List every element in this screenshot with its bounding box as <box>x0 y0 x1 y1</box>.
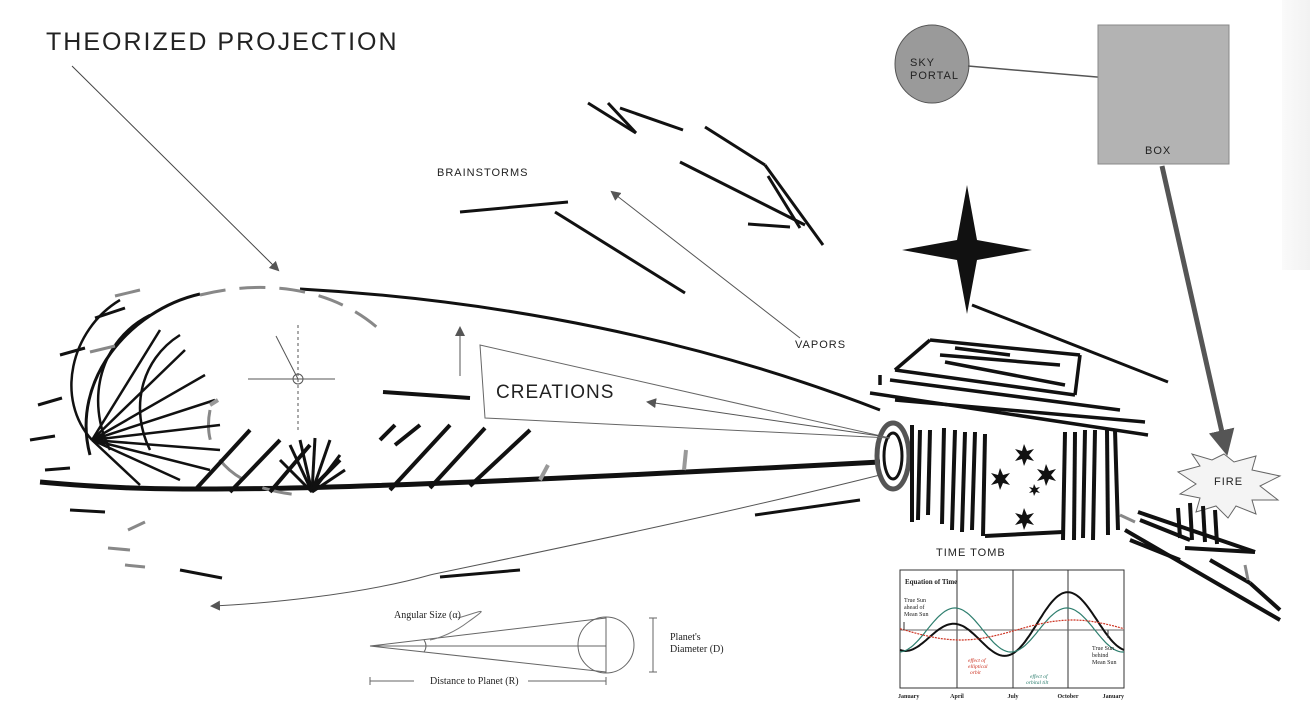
equation-of-time-chart: Equation of Time True Sun ahead of Mean … <box>898 569 1125 700</box>
vapors-label: VAPORS <box>795 339 846 351</box>
angular-size-label: Angular Size (α) <box>394 610 461 621</box>
sky-portal: SKY PORTAL <box>894 24 970 104</box>
eot-curve <box>899 591 1125 657</box>
cone-upper-edge <box>299 287 881 412</box>
eot-behind-3: Mean Sun <box>1092 660 1117 666</box>
title-label: THEORIZED PROJECTION <box>46 28 399 56</box>
eot-month-label: January <box>1103 694 1124 700</box>
eot-month-label: April <box>950 694 964 700</box>
eot-tilt-1: effect of <box>1030 673 1049 680</box>
title-pointer-arrow <box>71 65 280 272</box>
time-tomb-label: TIME TOMB <box>936 547 1006 559</box>
eot-ahead-3: Mean Sun <box>904 612 929 618</box>
fire-label: FIRE <box>1214 476 1243 488</box>
box-to-fire-arrow <box>1159 165 1235 456</box>
cone-lower-edge <box>39 459 881 492</box>
eot-behind-1: True Sun <box>1092 646 1114 652</box>
distance-label: Distance to Planet (R) <box>430 676 519 687</box>
brainstorms-label: BRAINSTORMS <box>437 167 528 179</box>
planet-diameter-label-1: Planet's <box>670 632 701 643</box>
creations-label: CREATIONS <box>496 382 614 403</box>
eot-elliptic-3: orbit <box>970 670 981 676</box>
star-icon <box>902 185 1032 314</box>
sky-portal-label-1: SKY <box>910 57 935 69</box>
projection-cone <box>29 285 881 580</box>
return-arrow <box>210 474 881 611</box>
eot-title: Equation of Time <box>905 578 957 586</box>
lens-ring <box>874 420 912 492</box>
star-ray <box>971 303 1169 384</box>
planet-diameter-label-2: Diameter (D) <box>670 644 724 655</box>
eot-elliptic-1: effect of <box>968 657 987 664</box>
eot-month-label: January <box>898 694 919 700</box>
brainstorm-strokes <box>459 101 825 295</box>
time-tomb: TIME TOMB <box>869 338 1149 559</box>
eot-tilt-2: orbital tilt <box>1026 680 1049 686</box>
box-label: BOX <box>1145 145 1171 157</box>
eot-elliptic-2: elliptical <box>968 664 988 670</box>
eot-behind-2: behind <box>1092 653 1108 659</box>
page-edge-shadow <box>1282 0 1310 270</box>
right-fragment <box>1123 502 1282 622</box>
box-shape: BOX <box>1097 24 1230 165</box>
eot-month-label: July <box>1007 694 1018 700</box>
creations-beam: CREATIONS <box>455 326 891 439</box>
vapors-arrow <box>610 190 801 339</box>
eot-ahead-1: True Sun <box>904 598 926 604</box>
eot-ahead-2: ahead of <box>904 604 925 611</box>
angular-size-diagram: Angular Size (α) Planet's Diameter (D) D… <box>369 610 724 687</box>
fire-burst: FIRE <box>1176 453 1282 519</box>
eot-month-label: October <box>1058 694 1079 700</box>
sky-portal-label-2: PORTAL <box>910 70 959 82</box>
elliptic-curve <box>899 619 1125 641</box>
